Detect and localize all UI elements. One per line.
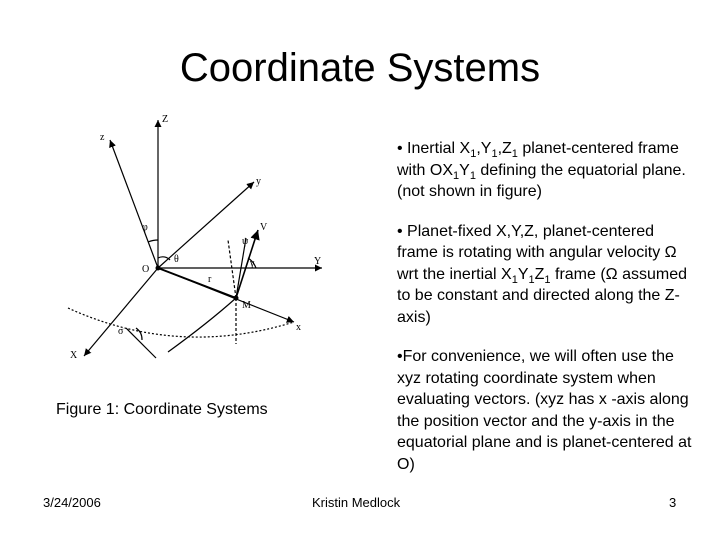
- position-vector: [157, 267, 237, 299]
- gamma-arc: [247, 257, 257, 269]
- bullet-inertial-frame: • Inertial X1,Y1,Z1 planet-centered fram…: [397, 138, 697, 203]
- label-gamma: γ: [249, 258, 255, 269]
- label-theta: θ: [174, 254, 179, 265]
- subscript: 1: [453, 169, 460, 182]
- label-r: r: [208, 274, 212, 285]
- subscript: 1: [511, 148, 518, 161]
- sigma-line: [125, 327, 157, 359]
- subscript: 1: [544, 273, 551, 286]
- coordinate-diagram: Z z y Y x X O V M r φ θ ψ γ σ: [67, 114, 322, 361]
- bullet-1-text: Y: [459, 161, 470, 179]
- bullet-2-text: Y: [517, 265, 529, 283]
- y-axis-rotating: [157, 181, 255, 269]
- label-z: z: [100, 132, 105, 143]
- subscript: 1: [491, 148, 498, 161]
- footer-author: Kristin Medlock: [312, 495, 401, 510]
- theta-arc: [157, 256, 171, 261]
- bullet-list: • Inertial X1,Y1,Z1 planet-centered fram…: [397, 138, 697, 493]
- footer-page-number: 3: [669, 495, 677, 510]
- sigma-arc: [135, 327, 143, 341]
- label-phi: φ: [142, 222, 148, 233]
- z-axis-rotating: [109, 139, 159, 269]
- bullet-1-text: planet-centered frame with OX: [397, 140, 679, 179]
- local-line-1: [235, 237, 247, 299]
- label-Z: Z: [162, 114, 168, 125]
- local-line-2: [227, 239, 237, 299]
- bullet-1-text: defining the equatorial plane. (not show…: [397, 161, 686, 201]
- bullet-planet-fixed-frame: • Planet-fixed X,Y,Z, planet-centered fr…: [397, 221, 697, 329]
- bullet-1-text: ,Y: [476, 140, 492, 157]
- label-V: V: [260, 222, 268, 233]
- label-X: X: [70, 350, 78, 361]
- subscript: 1: [469, 169, 476, 182]
- label-O: O: [142, 264, 149, 275]
- figure-caption: Figure 1: Coordinate Systems: [56, 401, 268, 418]
- bullet-2-text: frame (Ω assumed to be constant and dire…: [397, 265, 687, 326]
- bullet-rotating-system: •For convenience, we will often use the …: [397, 346, 697, 475]
- bullet-2-text: • Planet-fixed X,Y,Z, planet-centered fr…: [397, 222, 677, 283]
- origin-point: [155, 265, 161, 271]
- label-Y: Y: [314, 256, 321, 267]
- label-y: y: [256, 176, 261, 187]
- meridian-curve: [167, 297, 237, 353]
- bullet-1-text: • Inertial X: [397, 140, 471, 157]
- bullet-3-text: •For convenience, we will often use the …: [397, 348, 692, 473]
- label-M: M: [242, 300, 251, 311]
- subscript: 1: [470, 148, 477, 161]
- bullet-2-text: Z: [534, 265, 545, 283]
- label-sigma: σ: [118, 326, 124, 337]
- label-x: x: [296, 322, 301, 333]
- velocity-vector: [235, 229, 260, 299]
- coordinate-systems-figure: Z z y Y x X O V M r φ θ ψ γ σ: [58, 108, 358, 386]
- subscript: 1: [528, 273, 535, 286]
- bullet-1-text: ,Z: [497, 140, 512, 157]
- point-m: [233, 295, 239, 301]
- x-axis-fixed: [83, 267, 159, 357]
- slide-title: Coordinate Systems: [179, 46, 541, 90]
- subscript: 1: [511, 273, 518, 286]
- footer-date: 3/24/2006: [43, 495, 101, 510]
- label-psi: ψ: [242, 236, 249, 247]
- phi-arc: [147, 239, 159, 243]
- equator-curve: [67, 307, 295, 338]
